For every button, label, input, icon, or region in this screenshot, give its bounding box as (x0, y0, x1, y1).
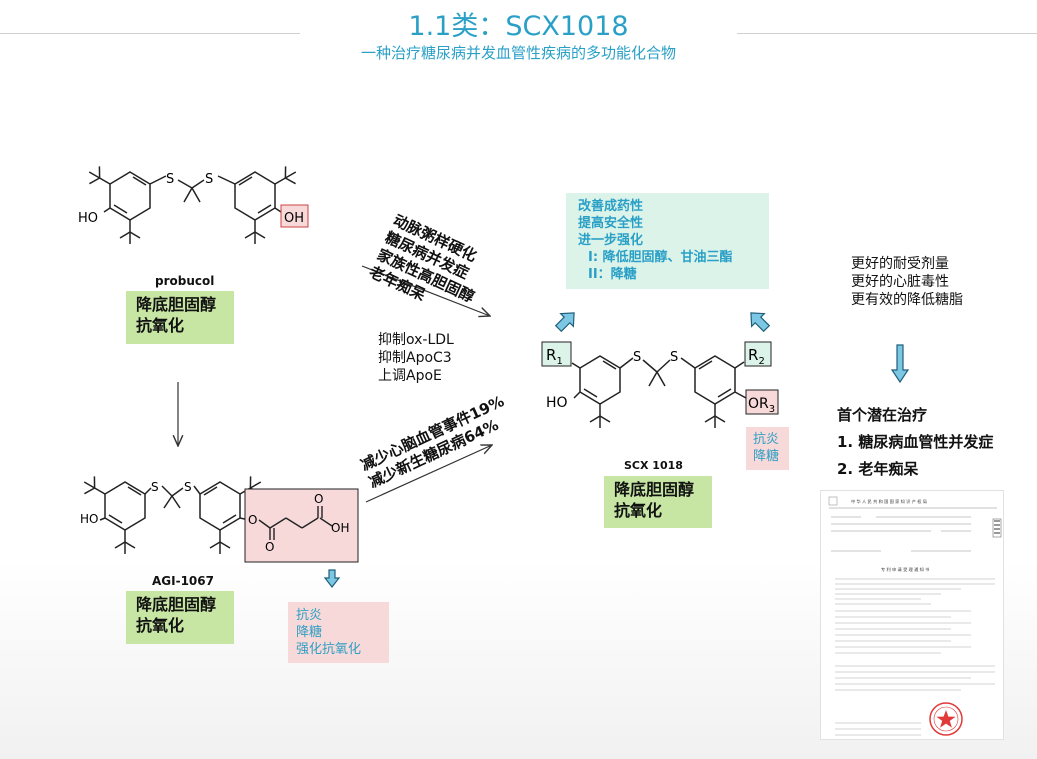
agi-ho-label: HO (80, 512, 98, 526)
page-subtitle: 一种治疗糖尿病并发血管性疾病的多功能化合物 (360, 44, 676, 62)
indication-1: 1. 糖尿病血管性并发症 (837, 433, 994, 451)
agi-s1: S (151, 480, 159, 494)
scx-effects-box: 抗炎 降糖 (746, 427, 789, 470)
probucol-s1: S (166, 172, 174, 187)
scx-name: SCX 1018 (624, 459, 683, 472)
scx-ho-label: HO (546, 395, 568, 411)
scx-r2-box (744, 341, 772, 367)
scx-or3-box (745, 389, 779, 415)
agi-effects-box: 抗炎 降糖 强化抗氧化 (288, 602, 389, 663)
scx-effect-2: 降糖 (753, 449, 780, 464)
agi-effect-2: 降糖 (296, 625, 323, 640)
scx-tag-line-1: 降底胆固醇 (614, 480, 695, 499)
agi-s2: S (184, 480, 192, 494)
probucol-tag-line-1: 降底胆固醇 (136, 295, 217, 314)
down-arrow-agi-icon (323, 569, 341, 588)
probucol-name: probucol (155, 274, 215, 288)
improvement-4: I: 降低胆固醇、甘油三酯 (588, 250, 733, 265)
scx-s2: S (670, 350, 678, 365)
probucol-oh-highlight (280, 204, 309, 228)
upper-transition-arrow (361, 265, 490, 316)
up-arrow-right-icon (750, 312, 771, 333)
patent-header-text: 中 华 人 民 共 和 国 国 家 知 识 产 权 局 (851, 498, 927, 505)
agi-tag: 降底胆固醇 抗氧化 (126, 591, 234, 644)
benefits-list: 更好的耐受剂量 更好的心脏毒性 更有效的降低糖脂 (851, 255, 963, 309)
scx-or3-label: OR3 (748, 396, 775, 415)
agi-ester-o: O (248, 513, 257, 527)
agi-acid-oh: OH (331, 521, 349, 535)
indications: 首个潜在治疗 1. 糖尿病血管性并发症 2. 老年痴呆 (837, 402, 993, 483)
patent-notice-title: 专 利 申 请 受 理 通 知 书 (881, 566, 929, 573)
scx-r2-label: R2 (748, 346, 765, 367)
agi-tag-line-2: 抗氧化 (136, 616, 185, 635)
mechanism-list: 抑制ox-LDL 抑制ApoC3 上调ApoE (378, 331, 454, 385)
agi-carbonyl-o1: O (265, 540, 274, 554)
agi-effect-3: 强化抗氧化 (296, 642, 362, 657)
scx-structure (571, 355, 747, 429)
down-arrow-indication-icon (890, 344, 910, 384)
mechanism-line-1: 抑制ox-LDL (378, 332, 454, 348)
benefit-3: 更有效的降低糖脂 (851, 292, 963, 308)
agi-tag-line-1: 降底胆固醇 (136, 595, 217, 614)
indication-2: 2. 老年痴呆 (837, 460, 919, 478)
agi-effect-1: 抗炎 (296, 608, 323, 623)
agi-succinate-chain (258, 506, 333, 540)
probucol-oh-label: OH (284, 211, 304, 226)
lower-transition-arrow (365, 445, 492, 503)
patent-notice-graphic: 中 华 人 民 共 和 国 国 家 知 识 产 权 局 专 利 申 请 受 理 … (828, 496, 1002, 736)
scx-tag-line-2: 抗氧化 (614, 501, 663, 520)
benefit-1: 更好的耐受剂量 (851, 256, 949, 272)
scx-improvements-box: 改善成药性 提高安全性 进一步强化 I: 降低胆固醇、甘油三酯 II：降糖 (566, 193, 769, 289)
benefit-2: 更好的心脏毒性 (851, 274, 949, 290)
probucol-structure (83, 162, 302, 245)
probucol-ho-label: HO (78, 211, 98, 226)
scx-r1-box (541, 341, 572, 367)
agi-carbonyl-o2: O (314, 492, 323, 506)
scx-tag: 降底胆固醇 抗氧化 (604, 476, 712, 528)
scx-effect-1: 抗炎 (753, 432, 780, 447)
patent-notice-thumbnail: 中 华 人 民 共 和 国 国 家 知 识 产 权 局 专 利 申 请 受 理 … (820, 490, 1004, 740)
agi-ester-highlight (244, 488, 359, 563)
improvement-1: 改善成药性 (578, 199, 644, 214)
probucol-tag-line-2: 抗氧化 (136, 316, 185, 335)
page-title: 1.1类：SCX1018 (408, 11, 629, 42)
scx-s1: S (633, 350, 641, 365)
up-arrow-left-icon (554, 312, 575, 333)
scx-r1-label: R1 (546, 346, 563, 367)
agi-name: AGI-1067 (152, 574, 214, 588)
probucol-s2: S (205, 172, 213, 187)
indications-heading: 首个潜在治疗 (837, 406, 928, 424)
improvement-2: 提高安全性 (578, 216, 644, 231)
mechanism-line-2: 抑制ApoC3 (378, 350, 452, 366)
agi-structure (78, 472, 267, 555)
mechanism-line-3: 上调ApoE (378, 368, 442, 384)
improvement-3: 进一步强化 (578, 233, 644, 248)
probucol-tag: 降底胆固醇 抗氧化 (126, 291, 234, 344)
official-seal-icon (929, 702, 963, 736)
title-rule-right (737, 33, 1037, 34)
title-rule-left (0, 33, 300, 34)
improvement-5: II：降糖 (588, 267, 637, 282)
